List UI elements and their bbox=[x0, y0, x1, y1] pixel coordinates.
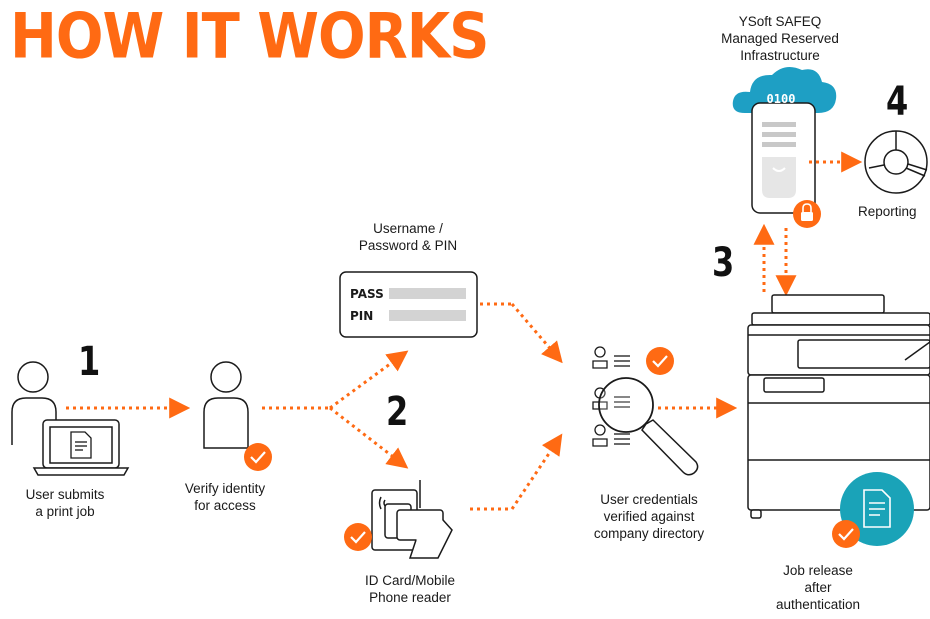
step-number-2: 2 bbox=[386, 389, 409, 435]
caption-verify-identity: Verify identity for access bbox=[184, 481, 266, 513]
flow-arrow bbox=[262, 350, 409, 469]
check-icon bbox=[244, 443, 272, 471]
login-card-icon bbox=[339, 271, 478, 338]
caption-reporting: Reporting bbox=[858, 204, 917, 219]
caption-user-submits: User submits a print job bbox=[25, 487, 105, 519]
check-icon bbox=[646, 347, 674, 375]
document-icon bbox=[70, 431, 92, 459]
user-icon bbox=[11, 361, 57, 445]
step-number-3: 3 bbox=[712, 240, 735, 286]
directory-search-icon bbox=[592, 346, 699, 476]
pass-label: PASS bbox=[350, 287, 384, 301]
flow-arrow bbox=[753, 151, 863, 297]
pin-label: PIN bbox=[350, 309, 373, 323]
reporting-chart-icon bbox=[864, 130, 928, 194]
job-release-document-icon bbox=[840, 472, 914, 546]
caption-username-password: Username / Password & PIN bbox=[358, 221, 458, 253]
user-icon bbox=[203, 361, 249, 449]
lock-icon bbox=[793, 200, 821, 228]
caption-cloud-title: YSoft SAFEQ Managed Reserved Infrastruct… bbox=[721, 14, 839, 63]
cloud-server-icon bbox=[732, 66, 837, 214]
caption-job-release: Job release after authentication bbox=[775, 563, 861, 612]
step-number-1: 1 bbox=[78, 339, 101, 385]
page-title: HOW IT WORKS bbox=[10, 0, 489, 74]
caption-credentials: User credentials verified against compan… bbox=[593, 492, 705, 541]
card-reader-icon bbox=[371, 480, 453, 559]
flow-arrow bbox=[470, 302, 563, 511]
cloud-label: 0100 bbox=[767, 92, 796, 106]
caption-id-card: ID Card/Mobile Phone reader bbox=[364, 573, 456, 605]
check-icon bbox=[832, 520, 860, 548]
laptop-icon bbox=[32, 419, 130, 476]
check-icon bbox=[344, 523, 372, 551]
step-number-4: 4 bbox=[886, 79, 909, 125]
